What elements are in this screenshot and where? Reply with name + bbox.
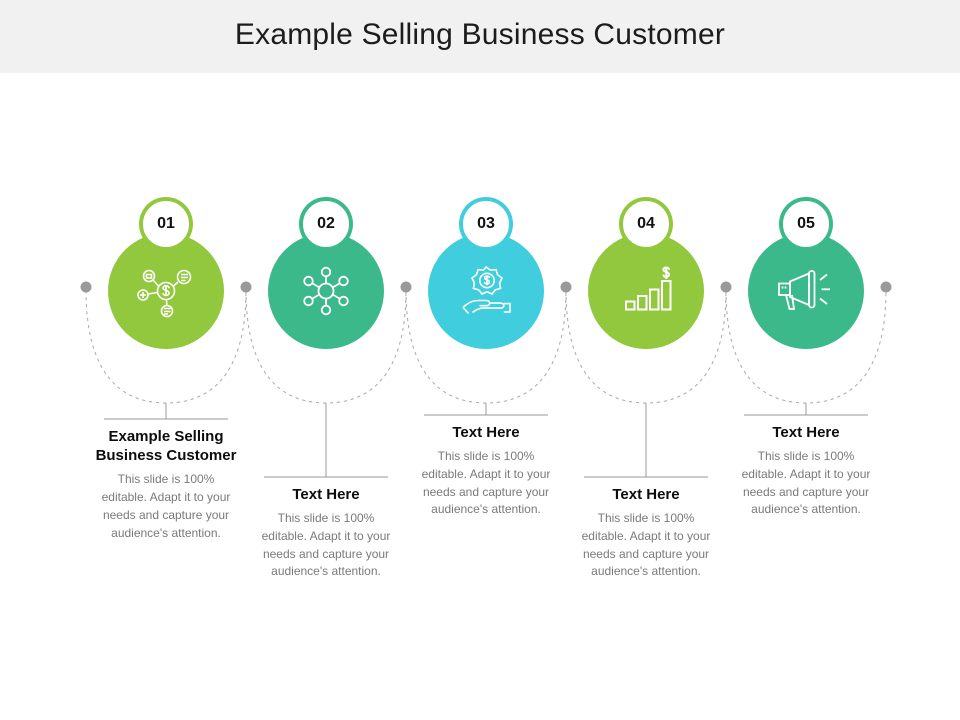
- step-number-label: 05: [797, 215, 815, 232]
- step-text-block-01: Example Selling Business Customer This s…: [80, 427, 252, 542]
- step-number-label: 02: [317, 215, 335, 232]
- step-node-02[interactable]: 02: [246, 197, 406, 371]
- step-node-01[interactable]: 01: [86, 197, 246, 371]
- step-disc[interactable]: [588, 233, 704, 349]
- step-number-badge: 01: [143, 201, 189, 247]
- step-number-label: 03: [477, 215, 495, 232]
- step-text-block-02: Text Here This slide is 100% editable. A…: [240, 485, 412, 581]
- step-title: Text Here: [292, 486, 360, 503]
- node-hub-icon: [293, 263, 359, 319]
- step-disc[interactable]: [268, 233, 384, 349]
- step-number-label: 04: [637, 215, 655, 232]
- step-body: This slide is 100% editable. Adapt it to…: [581, 511, 711, 579]
- step-body: This slide is 100% editable. Adapt it to…: [421, 449, 551, 517]
- step-item-01[interactable]: 01: [86, 73, 246, 720]
- money-network-icon: [133, 263, 199, 319]
- step-title: Example Selling Business Customer: [95, 428, 237, 465]
- step-text-block-03: Text Here This slide is 100% editable. A…: [400, 423, 572, 519]
- step-disc[interactable]: [428, 233, 544, 349]
- step-node-05[interactable]: 05: [726, 197, 886, 371]
- step-title: Text Here: [452, 424, 520, 441]
- slide-canvas: 01: [0, 73, 960, 720]
- step-item-03[interactable]: 03 Text Here: [406, 73, 566, 720]
- step-item-02[interactable]: 02: [246, 73, 406, 720]
- step-number-badge: 03: [463, 201, 509, 247]
- step-item-05[interactable]: 05 Text Here: [726, 73, 886, 720]
- megaphone-icon: [773, 263, 839, 319]
- growth-bar-chart-dollar-icon: [613, 263, 679, 319]
- step-body: This slide is 100% editable. Adapt it to…: [741, 449, 871, 517]
- step-item-04[interactable]: 04 Text Here This slide is 100% editabl: [566, 73, 726, 720]
- step-number-badge: 05: [783, 201, 829, 247]
- step-node-03[interactable]: 03: [406, 197, 566, 371]
- step-title: Text Here: [772, 424, 840, 441]
- step-text-block-04: Text Here This slide is 100% editable. A…: [560, 485, 732, 581]
- step-disc[interactable]: [748, 233, 864, 349]
- header-band: [0, 0, 960, 73]
- hand-holding-money-icon: [453, 263, 519, 319]
- step-body: This slide is 100% editable. Adapt it to…: [261, 511, 391, 579]
- page-title: Example Selling Business Customer: [234, 18, 726, 51]
- step-body: This slide is 100% editable. Adapt it to…: [101, 472, 231, 540]
- step-number-badge: 02: [303, 201, 349, 247]
- step-number-label: 01: [157, 215, 175, 232]
- step-number-badge: 04: [623, 201, 669, 247]
- step-node-04[interactable]: 04: [566, 197, 726, 371]
- step-text-block-05: Text Here This slide is 100% editable. A…: [720, 423, 892, 519]
- step-title: Text Here: [612, 486, 680, 503]
